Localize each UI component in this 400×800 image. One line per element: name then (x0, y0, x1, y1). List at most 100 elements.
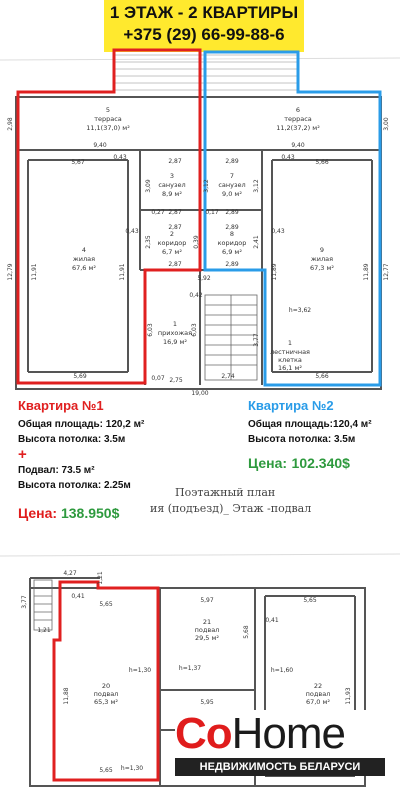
room1-area: 16,9 м² (163, 338, 187, 346)
room9-num: 9 (320, 246, 324, 254)
room7-num: 7 (230, 172, 234, 180)
b-room21-area: 29,5 м² (195, 634, 219, 642)
stairs (204, 294, 258, 381)
dim: 5,68 (243, 625, 250, 639)
room9-type: жилая (311, 255, 333, 263)
stair-num: 1 (288, 339, 292, 347)
dim: 2,87 (168, 209, 182, 216)
dim: 9,40 (93, 142, 107, 149)
floor-plan-1: 5 терраса 11,1(37,0) м² 6 терраса 11,2(3… (0, 48, 400, 397)
room2-num: 2 (170, 230, 174, 238)
b-room20-type: подвал (94, 690, 119, 698)
dim: 0,39 (193, 235, 200, 249)
room3-type: санузел (158, 181, 185, 189)
dim: 0,07 (151, 375, 165, 382)
room2-area: 6,7 м² (162, 248, 182, 256)
apt2-outline (203, 50, 382, 387)
room1-type: прихожая (158, 329, 192, 337)
b-room20-area: 65,3 м² (94, 698, 118, 706)
b-room20-num: 20 (102, 682, 110, 690)
room9-area: 67,3 м² (310, 264, 334, 272)
dim: 5,66 (315, 159, 329, 166)
dim: 2,89 (225, 261, 239, 268)
dim: 3,77 (253, 333, 260, 347)
apt2-height: Высота потолка: 3.5м (248, 434, 356, 445)
apt1-basement-height: Высота потолка: 2.25м (18, 480, 131, 491)
dim: 2,87 (168, 261, 182, 268)
dim: 2,87 (168, 158, 182, 165)
apt2-price-label: Цена: (248, 455, 288, 471)
logo-wordmark: CoHome (175, 710, 385, 758)
dim: 2,87 (168, 224, 182, 231)
dim: 2,35 (145, 235, 152, 249)
dim: h=1,30 (129, 667, 151, 674)
dim: 2,89 (225, 158, 239, 165)
apt1-outline (16, 48, 202, 385)
room4-num: 4 (82, 246, 86, 254)
dim: 2,98 (7, 117, 14, 131)
logo-subtitle: НЕДВИЖИМОСТЬ БЕЛАРУСИ (175, 758, 385, 776)
b-room22-type: подвал (306, 690, 331, 698)
dim: 0,17 (205, 209, 219, 216)
banner-title: 1 ЭТАЖ - 2 КВАРТИРЫ (109, 3, 299, 22)
basement-plan: 20 подвал 65,3 м² 21 подвал 29,5 м² 22 п… (0, 553, 400, 787)
dim: h=1,60 (271, 667, 293, 674)
dim: 3,77 (21, 595, 28, 609)
dim: 12,79 (7, 263, 14, 280)
room8-num: 8 (230, 230, 234, 238)
apt1-title: Квартира №1 (18, 398, 104, 413)
dim: 3,12 (203, 179, 210, 193)
dim: 2,41 (253, 235, 260, 249)
apt1-area: Общая площадь: 120,2 м² (18, 419, 145, 430)
dim: 5,66 (315, 373, 329, 380)
room4-type: жилая (73, 255, 95, 263)
dim: 3,12 (253, 179, 260, 193)
room6-num: 6 (296, 106, 300, 114)
dim: 11,91 (119, 263, 126, 280)
dim: 11,88 (63, 687, 70, 704)
room7-area: 9,0 м² (222, 190, 242, 198)
dim: 5,65 (99, 601, 113, 608)
dim: 5,97 (200, 597, 214, 604)
apt1-basement-area: Подвал: 73.5 м² (18, 465, 95, 476)
logo-part2: Home (231, 709, 346, 758)
b-room22-num: 22 (314, 682, 322, 690)
dim: 5,67 (71, 159, 85, 166)
dim: h=1,30 (121, 765, 143, 772)
apt1-plus: + (18, 446, 27, 463)
cohome-logo: CoHome НЕДВИЖИМОСТЬ БЕЛАРУСИ (175, 710, 385, 776)
dim: 5,65 (99, 767, 113, 774)
apt1-price-label: Цена: (18, 505, 58, 521)
dim: 1,21 (97, 571, 104, 585)
basement-stairs (33, 579, 53, 631)
banner-phone[interactable]: +375 (29) 66-99-88-6 (123, 25, 285, 44)
dim: 5,92 (197, 275, 211, 282)
apt2-info: Квартира №2 Общая площадь:120,4 м² Высот… (248, 398, 398, 473)
apt1-price-value: 138.950$ (60, 505, 120, 521)
dim: 0,43 (281, 154, 295, 161)
dim: 3,09 (145, 179, 152, 193)
dim: 2,75 (169, 377, 183, 384)
dim: 0,42 (189, 292, 203, 299)
dim: 4,27 (63, 570, 77, 577)
dim: 3,00 (383, 117, 390, 131)
room3-area: 8,9 м² (162, 190, 182, 198)
dim: 6,03 (191, 323, 198, 337)
dim: 19,00 (191, 390, 208, 397)
logo-part1: Co (175, 709, 233, 758)
dim: 12,77 (383, 263, 390, 280)
b-room21-type: подвал (195, 626, 220, 634)
apt2-area: Общая площадь:120,4 м² (248, 419, 372, 430)
header-banner: 1 ЭТАЖ - 2 КВАРТИРЫ +375 (29) 66-99-88-6 (104, 0, 304, 52)
stair-type2: клетка (278, 356, 302, 364)
dim: 11,89 (363, 263, 370, 280)
basement-apt1-outline (52, 580, 160, 782)
apt2-price-value: 102.340$ (291, 455, 350, 471)
plan2-title1: Поэтажный план (175, 486, 276, 499)
dim: h=1,37 (179, 665, 201, 672)
dim: 2,74 (221, 373, 235, 380)
dim: 11,89 (271, 263, 278, 280)
room8-type: коридор (218, 239, 247, 247)
room4-area: 67,6 м² (72, 264, 96, 272)
dim: 11,91 (31, 263, 38, 280)
